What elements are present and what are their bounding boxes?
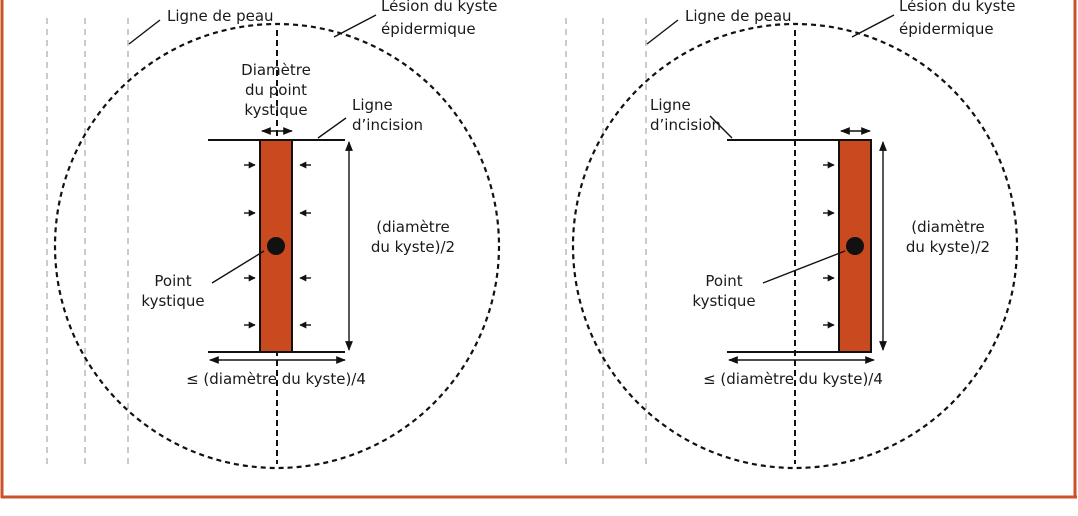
cyst-lesion-circle bbox=[53, 22, 501, 470]
lesion-leader bbox=[333, 14, 377, 38]
pore-diameter-label-line1: Diamètre bbox=[241, 61, 311, 79]
pore-diameter-label-line2: du point bbox=[245, 81, 307, 99]
skin-line-label: Ligne de peau bbox=[167, 7, 274, 25]
pore-diameter-label-line3: kystique bbox=[244, 101, 307, 119]
compression-arrows bbox=[823, 161, 835, 329]
incision-label-line2: d’incision bbox=[352, 116, 423, 134]
height-label-line2: du kyste)/2 bbox=[906, 238, 990, 256]
height-label-line1: (diamètre bbox=[911, 218, 985, 236]
pore-leader bbox=[762, 250, 846, 284]
compression-arrows bbox=[244, 161, 311, 329]
cyst-pore-dot bbox=[267, 237, 285, 255]
lesion-label-line2: épidermique bbox=[899, 20, 994, 38]
height-label-line1: (diamètre bbox=[376, 218, 450, 236]
pore-leader bbox=[211, 250, 265, 284]
pore-label-line2: kystique bbox=[692, 292, 755, 310]
skin-line-leader bbox=[128, 19, 161, 45]
width-label: ≤ (diamètre du kyste)/4 bbox=[703, 370, 883, 388]
incision-leader bbox=[709, 115, 733, 139]
cyst-lesion-circle bbox=[571, 22, 1019, 470]
lesion-leader bbox=[851, 14, 895, 38]
pore-label-line1: Point bbox=[705, 272, 742, 290]
skin-line-leader bbox=[646, 19, 679, 45]
cyst-pore-dot bbox=[846, 237, 864, 255]
lesion-label-line1: Lésion du kyste bbox=[381, 0, 498, 15]
incision-label-line1: Ligne bbox=[650, 96, 691, 114]
skin-line-label: Ligne de peau bbox=[685, 7, 792, 25]
pore-label-line1: Point bbox=[154, 272, 191, 290]
lesion-label-line2: épidermique bbox=[381, 20, 476, 38]
incision-leader bbox=[317, 117, 347, 139]
pore-label-line2: kystique bbox=[141, 292, 204, 310]
incision-label-line2: d’incision bbox=[650, 116, 721, 134]
lesion-label-line1: Lésion du kyste bbox=[899, 0, 1016, 15]
right-panel: Ligne de peau Lésion du kyste épidermiqu… bbox=[565, 0, 1019, 470]
left-panel: Ligne de peau Lésion du kyste épidermiqu… bbox=[46, 0, 501, 470]
incision-label-line1: Ligne bbox=[352, 96, 393, 114]
height-label-line2: du kyste)/2 bbox=[371, 238, 455, 256]
width-label: ≤ (diamètre du kyste)/4 bbox=[186, 370, 366, 388]
